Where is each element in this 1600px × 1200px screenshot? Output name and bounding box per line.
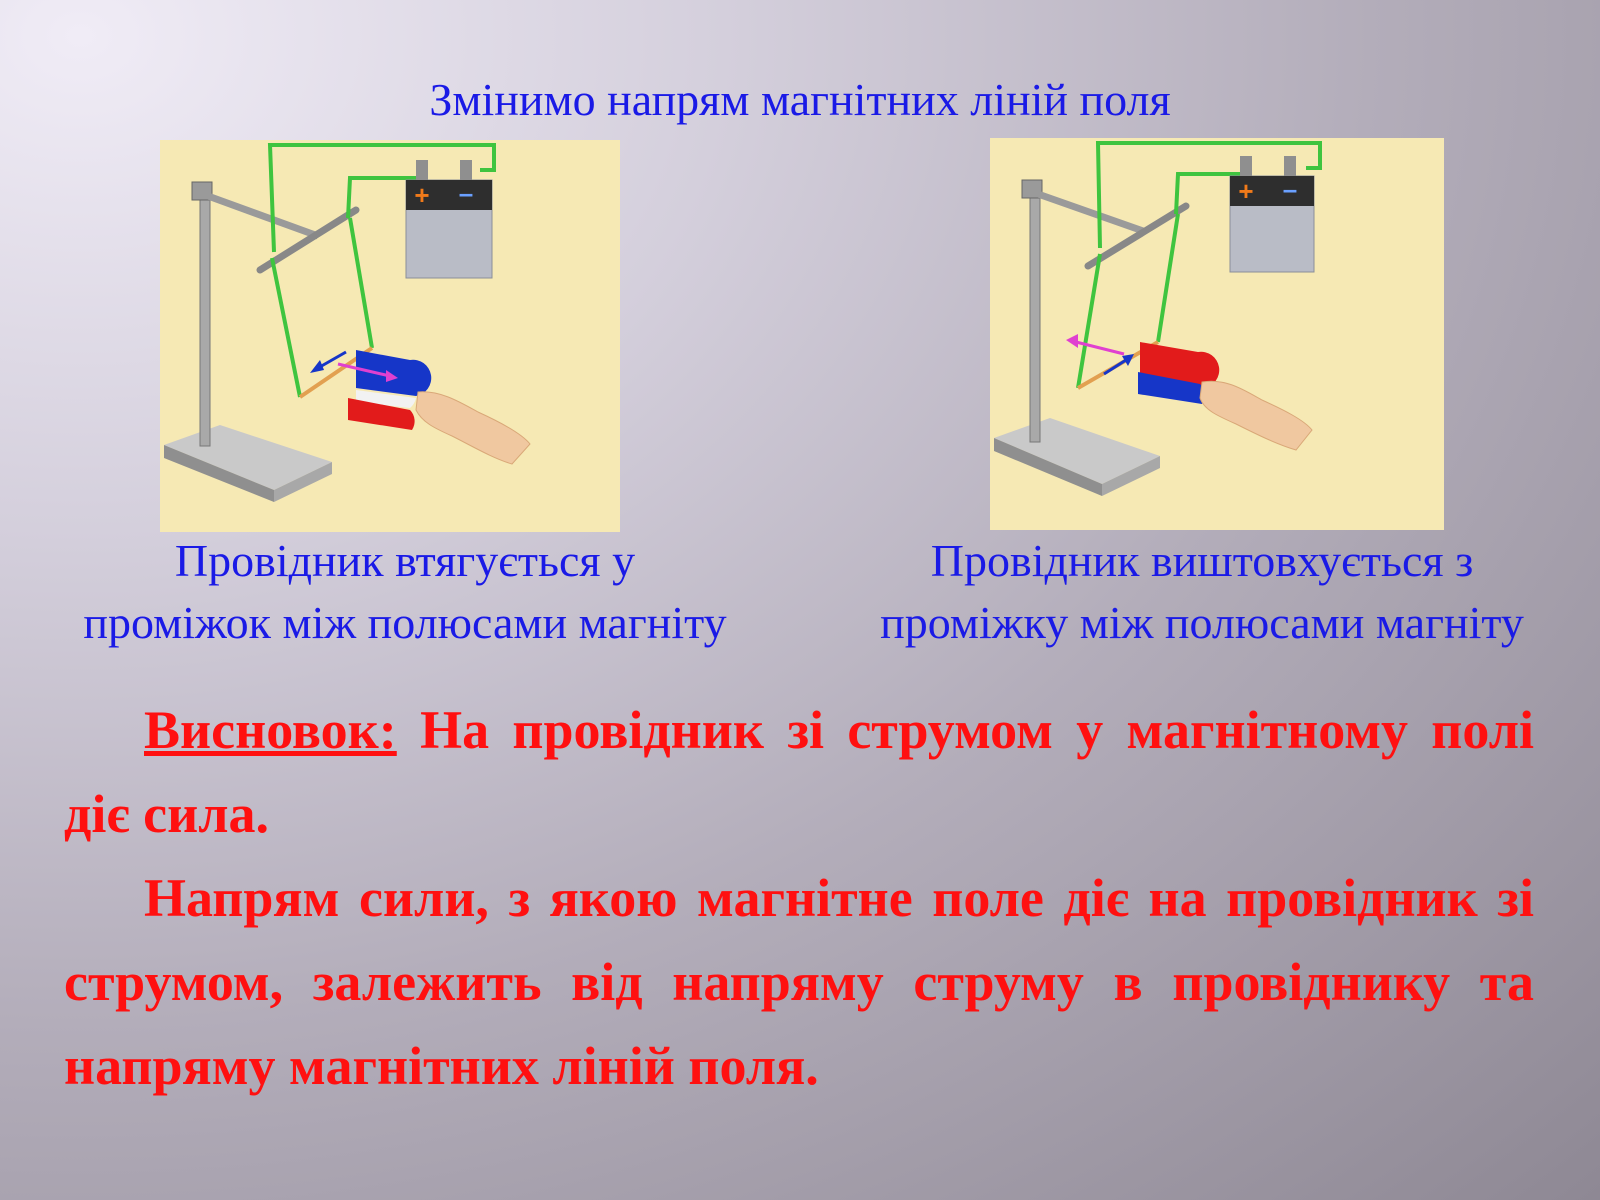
conductor-frame xyxy=(1156,213,1180,343)
conclusion-text-1: На провідник зі струмом у магнітному пол… xyxy=(64,700,1534,844)
caption-right-line1: Провідник виштовхується з xyxy=(930,535,1474,586)
stand-base xyxy=(164,425,332,502)
stand-arm xyxy=(206,192,320,240)
horseshoe-magnet xyxy=(348,350,432,430)
horseshoe-magnet xyxy=(1138,342,1220,404)
apparatus-diagram-right: + – xyxy=(994,141,1322,496)
battery: + – xyxy=(405,160,493,279)
conductor-holder xyxy=(256,206,360,274)
hand xyxy=(415,391,531,465)
battery-plus-label: + xyxy=(1238,176,1253,206)
force-arrow xyxy=(310,350,347,373)
hand xyxy=(1199,380,1313,451)
conductor-frame xyxy=(348,217,374,349)
wire xyxy=(267,143,496,253)
caption-left: Провідник втягується у проміжок між полю… xyxy=(10,530,800,654)
conductor-holder xyxy=(1084,202,1190,270)
stand-arm xyxy=(1036,190,1148,236)
conclusion-paragraph-2: Напрям сили, з якою магнітне поле діє на… xyxy=(64,868,1534,1096)
stand-rod xyxy=(199,183,211,447)
force-arrow xyxy=(1066,334,1125,356)
battery-minus-label: – xyxy=(459,178,473,208)
caption-right: Провідник виштовхується з проміжку між п… xyxy=(812,530,1592,654)
battery: + – xyxy=(1229,156,1315,273)
stand-clamp xyxy=(191,181,213,201)
conductor-frame xyxy=(270,257,302,398)
stand-clamp xyxy=(1021,179,1043,199)
stand-base xyxy=(994,418,1160,496)
conductor-frame xyxy=(1076,253,1102,389)
apparatus-diagram-left: + – xyxy=(164,143,531,502)
caption-left-line2: проміжок між полюсами магніту xyxy=(83,597,727,648)
current-arrow xyxy=(337,362,398,382)
slide-title: Змінимо напрям магнітних ліній поля xyxy=(429,74,1171,125)
current-arrow xyxy=(1103,354,1134,376)
conclusion-label: Висновок: xyxy=(144,700,397,760)
caption-left-line1: Провідник втягується у xyxy=(174,535,636,586)
experiment-illustration-left: + – xyxy=(160,140,620,532)
conclusion-paragraph-1: Висновок: На провідник зі струмом у магн… xyxy=(64,688,1534,856)
stand-rod xyxy=(1029,181,1041,443)
experiment-illustration-right: + – xyxy=(990,138,1444,530)
battery-plus-label: + xyxy=(414,180,429,210)
wire xyxy=(1095,141,1322,249)
caption-right-line2: проміжку між полюсами магніту xyxy=(880,597,1524,648)
battery-minus-label: – xyxy=(1283,174,1297,204)
conclusion-block: Висновок: На провідник зі струмом у магн… xyxy=(64,688,1534,1108)
